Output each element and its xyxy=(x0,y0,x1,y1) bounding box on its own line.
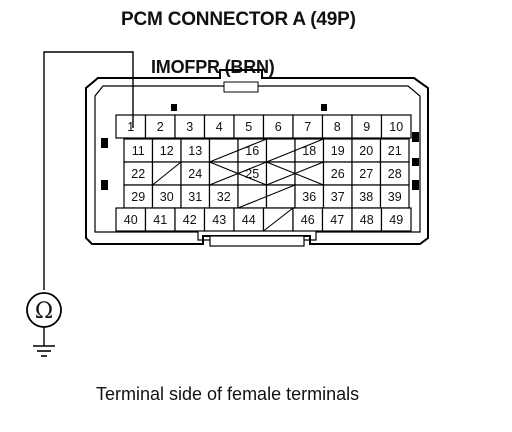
key-mark-left-top xyxy=(101,138,108,148)
terminal-label-43: 43 xyxy=(212,213,226,227)
terminal-label-48: 48 xyxy=(360,213,374,227)
terminal-label-39: 39 xyxy=(388,190,402,204)
terminal-label-42: 42 xyxy=(183,213,197,227)
terminal-label-16: 16 xyxy=(245,144,259,158)
terminal-label-8: 8 xyxy=(334,120,341,134)
unused-x-b2 xyxy=(266,161,324,186)
terminal-side-caption: Terminal side of female terminals xyxy=(96,384,360,404)
terminal-label-29: 29 xyxy=(131,190,145,204)
terminal-label-18: 18 xyxy=(302,144,316,158)
key-mark-top-a xyxy=(171,104,177,111)
terminal-label-21: 21 xyxy=(388,144,402,158)
terminal-label-24: 24 xyxy=(188,167,202,181)
terminal-label-2: 2 xyxy=(157,120,164,134)
terminal-cell-blank-r4c6 xyxy=(265,184,296,209)
key-mark-right-mid xyxy=(412,158,419,166)
connector-housing-inner xyxy=(94,85,421,241)
terminal-label-44: 44 xyxy=(242,213,256,227)
terminal-cell-blank-r2c4 xyxy=(208,138,239,163)
terminal-label-27: 27 xyxy=(359,167,373,181)
wire-label: IMOFPR (BRN) xyxy=(151,57,275,77)
terminal-label-32: 32 xyxy=(217,190,231,204)
terminal-cell-10 xyxy=(380,114,412,139)
terminal-label-28: 28 xyxy=(388,167,402,181)
terminal-cell-blank-r3c4 xyxy=(208,161,239,186)
unused-33-35-slash xyxy=(237,184,296,209)
unused-14-15-slash xyxy=(209,138,267,163)
connector-title: PCM CONNECTOR A (49P) xyxy=(121,9,356,30)
terminal-label-40: 40 xyxy=(124,213,138,227)
terminal-label-46: 46 xyxy=(301,213,315,227)
probe-wire xyxy=(43,51,134,290)
ground-icon xyxy=(33,345,55,357)
terminal-label-30: 30 xyxy=(160,190,174,204)
terminal-label-5: 5 xyxy=(245,120,252,134)
terminal-label-12: 12 xyxy=(160,144,174,158)
terminal-label-10: 10 xyxy=(389,120,403,134)
ohm-symbol: Ω xyxy=(35,299,53,324)
terminal-label-38: 38 xyxy=(359,190,373,204)
key-mark-left-bottom xyxy=(101,180,108,190)
key-mark-top-b xyxy=(321,104,327,111)
connector-lock-tab xyxy=(209,235,305,247)
terminal-cell-blank-r3c7 xyxy=(294,161,325,186)
key-mark-right-top xyxy=(412,132,419,142)
terminal-label-6: 6 xyxy=(275,120,282,134)
terminal-label-22: 22 xyxy=(131,167,145,181)
connector-top-latch xyxy=(223,81,259,93)
terminal-label-37: 37 xyxy=(331,190,345,204)
terminal-label-7: 7 xyxy=(304,120,311,134)
terminal-label-36: 36 xyxy=(302,190,316,204)
terminal-label-31: 31 xyxy=(188,190,202,204)
terminal-label-26: 26 xyxy=(331,167,345,181)
terminal-label-20: 20 xyxy=(359,144,373,158)
terminal-label-41: 41 xyxy=(153,213,167,227)
unused-x-a2 xyxy=(209,161,267,186)
terminal-label-47: 47 xyxy=(330,213,344,227)
unused-45-slash xyxy=(263,207,294,232)
terminal-label-9: 9 xyxy=(363,120,370,134)
terminal-label-49: 49 xyxy=(389,213,403,227)
terminal-label-4: 4 xyxy=(216,120,223,134)
terminal-label-11: 11 xyxy=(132,144,145,158)
unused-23-slash xyxy=(152,161,182,186)
terminal-cell-49 xyxy=(380,207,412,232)
terminal-cell-blank-r2c6 xyxy=(265,138,296,163)
terminal-cell-blank-r4c5 xyxy=(237,184,268,209)
unused-17-slash xyxy=(266,138,324,163)
terminal-label-19: 19 xyxy=(331,144,345,158)
terminal-cell-blank-r3c6 xyxy=(265,161,296,186)
terminal-label-3: 3 xyxy=(186,120,193,134)
terminal-label-13: 13 xyxy=(188,144,202,158)
key-mark-right-bottom xyxy=(412,180,419,190)
connector-housing xyxy=(85,69,429,245)
terminal-label-1: 1 xyxy=(127,120,134,134)
